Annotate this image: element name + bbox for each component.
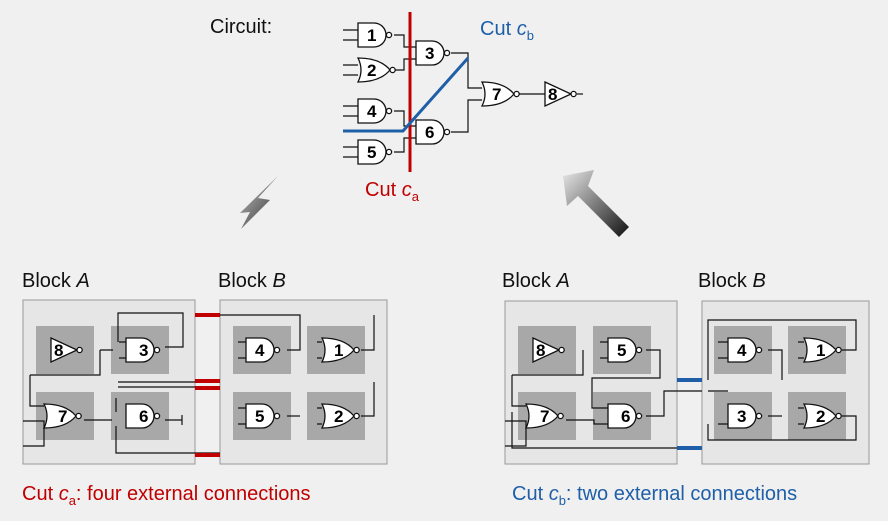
left-gate-4-label: 4 [255,341,265,360]
left-panel: Block A Block B [22,270,388,508]
cut-b-line [343,57,470,133]
top-gate-5-label: 5 [367,143,376,162]
right-gate-2-label: 2 [816,407,825,426]
left-gate-7-label: 7 [58,407,67,426]
left-external-connections [195,313,220,457]
left-gate-2-label: 2 [334,407,343,426]
left-gate-5-label: 5 [255,407,264,426]
right-panel: Block A Block B [502,270,870,508]
cut-b-label: Cut cb [480,18,534,43]
left-gate-6-label: 6 [139,407,148,426]
left-block-b-title: Block B [218,270,286,292]
left-block-a-title: Block A [22,270,90,292]
left-caption: Cut ca: four external connections [22,483,311,508]
right-gate-1-label: 1 [816,341,825,360]
top-gate-4-label: 4 [367,102,377,121]
right-block-a-title: Block A [502,270,570,292]
right-block-b-title: Block B [698,270,766,292]
left-gate-8-label: 8 [54,341,63,360]
top-gate-3-label: 3 [425,44,434,63]
right-gate-7-label: 7 [540,407,549,426]
right-external-connections [677,378,702,450]
top-gate-2-label: 2 [367,61,376,80]
right-wires [505,319,857,449]
top-gate-6-label: 6 [425,123,434,142]
top-circuit: Circuit: [210,12,583,204]
right-caption: Cut cb: two external connections [512,483,797,508]
right-arrow [563,170,629,237]
left-gate-1-label: 1 [334,341,343,360]
left-arrow [221,176,278,249]
right-gate-6-label: 6 [621,407,630,426]
top-gate-1-label: 1 [367,26,376,45]
right-gate-3-label: 3 [737,407,746,426]
left-gate-3-label: 3 [139,341,148,360]
right-gate-4-label: 4 [737,341,747,360]
cut-a-label: Cut ca [365,179,420,204]
right-gate-5-label: 5 [617,341,626,360]
circuit-label: Circuit: [210,16,272,38]
top-gate-7-label: 7 [492,85,501,104]
right-gate-8-label: 8 [536,341,545,360]
top-gate-numbers: 1 2 3 4 5 6 7 8 [367,26,557,162]
top-gate-8-label: 8 [548,85,557,104]
